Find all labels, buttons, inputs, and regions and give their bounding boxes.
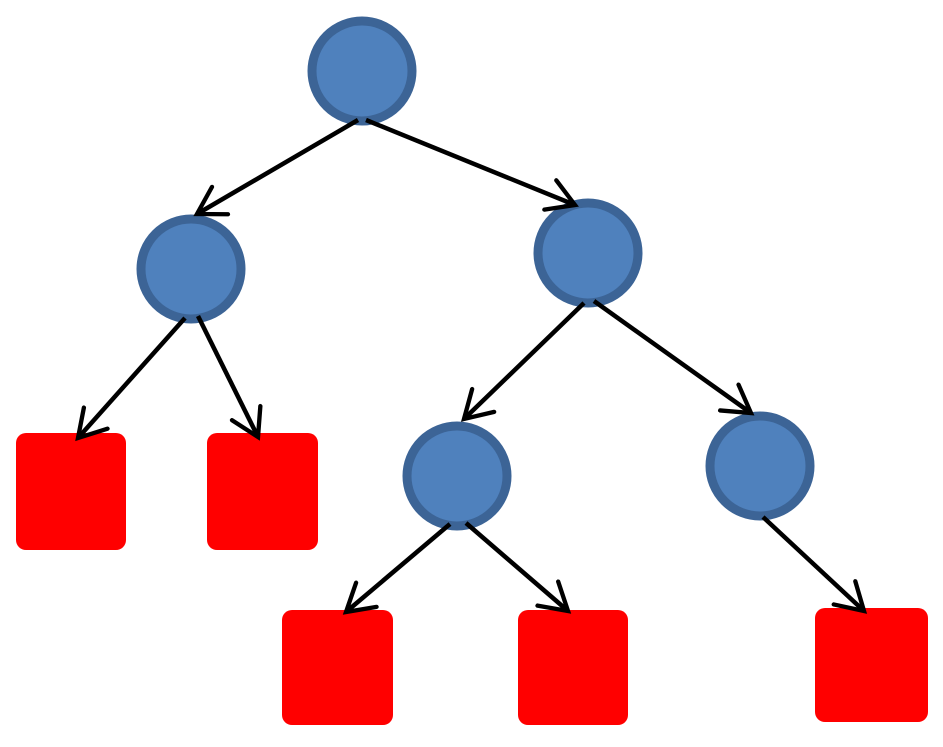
tree-node-leaf-1 [16, 433, 126, 550]
tree-node-right [533, 198, 643, 308]
tree-edge-root-to-right [365, 117, 579, 212]
tree-node-root [307, 16, 417, 126]
tree-edge-right-to-right-left [460, 301, 586, 422]
tree-node-right-left [402, 421, 512, 531]
tree-edge-root-to-left [193, 118, 360, 217]
tree-node-leaf-2 [207, 433, 318, 550]
tree-edge-right-left-to-leaf-3 [342, 522, 452, 615]
tree-edge-right-right-to-leaf-5 [761, 515, 868, 614]
tree-edge-right-left-to-leaf-4 [464, 521, 572, 614]
tree-edge-left-to-leaf-1 [75, 316, 187, 442]
tree-node-left [136, 214, 246, 324]
tree-node-leaf-5 [815, 608, 928, 722]
tree-node-leaf-3 [282, 610, 393, 725]
tree-node-right-right [705, 411, 815, 521]
tree-edge-right-to-right-right [592, 299, 755, 416]
tree-edge-left-to-leaf-2 [195, 315, 263, 441]
tree-node-leaf-4 [518, 610, 628, 725]
